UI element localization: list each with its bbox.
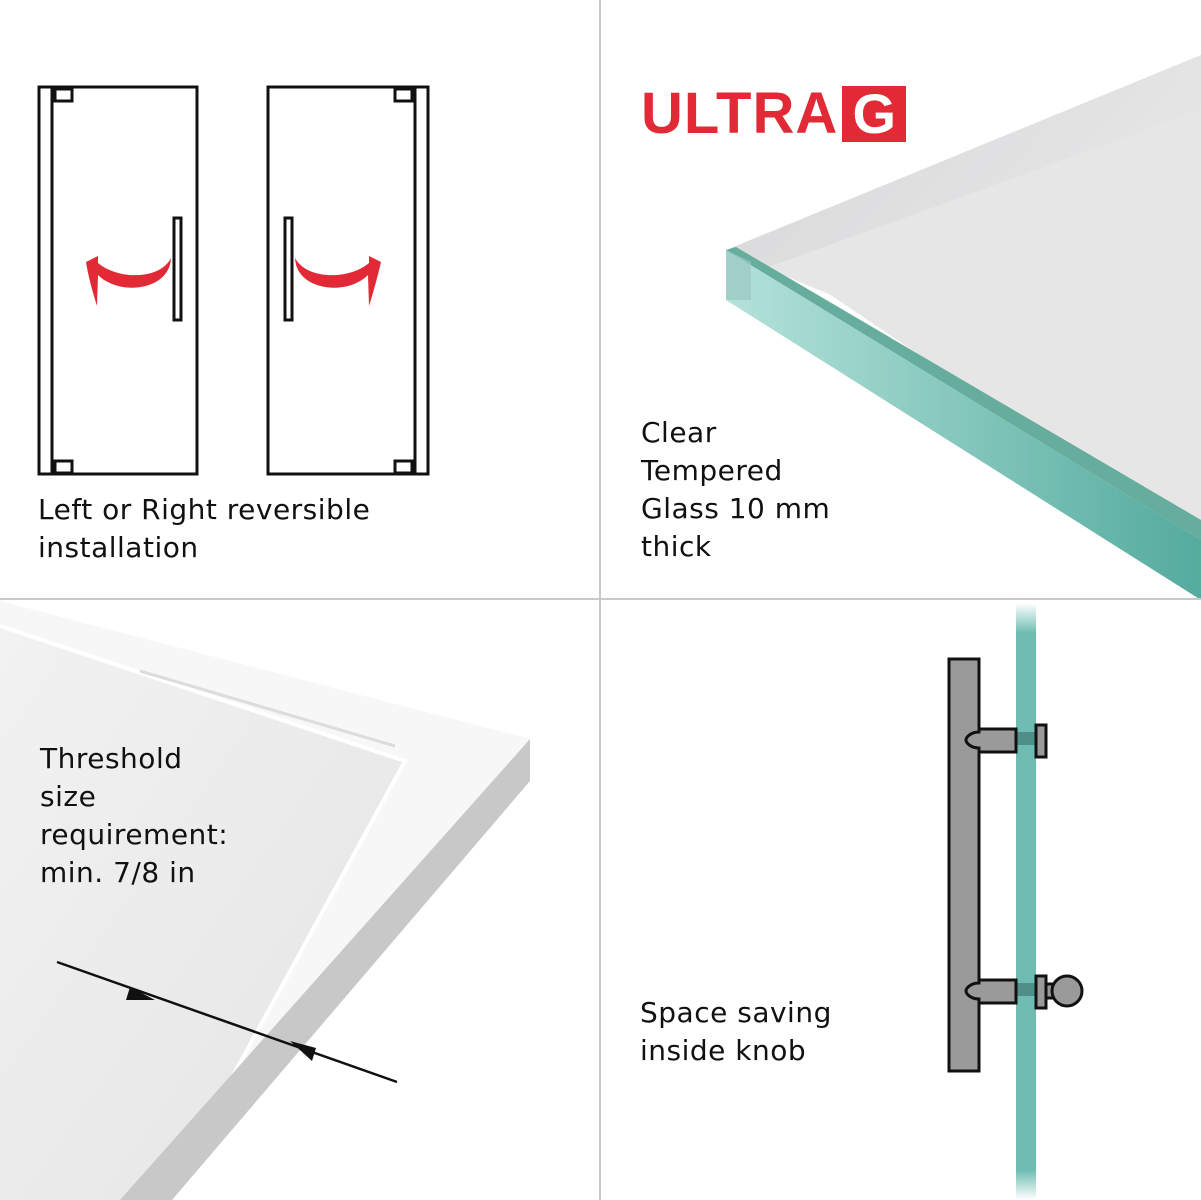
swing-arrow-right-icon [295,256,381,306]
handle-bar-icon [947,657,981,1073]
reversible-doors-illustration [37,85,430,476]
left-door-icon [37,85,199,476]
caption-line: Clear [641,416,717,449]
vertical-divider [599,0,601,1200]
panel-tempered-glass: ULTRA G Clear Tempered Glass 10 mm thick [601,0,1201,599]
caption-line: requirement: [40,818,229,851]
threshold-caption: Threshold size requirement: min. 7/8 in [40,740,228,892]
knob-caption: Space saving inside knob [640,994,832,1070]
panel-inside-knob: Space saving inside knob [601,601,1201,1200]
caption-line: installation [38,531,199,564]
caption-line: Tempered [641,454,783,487]
horizontal-divider [0,598,1201,600]
logo-text: ULTRA [641,81,839,146]
caption-line: thick [641,530,712,563]
handle-knob-illustration [947,603,1084,1200]
caption-line: min. 7/8 in [40,856,196,889]
right-door-icon [266,85,430,476]
shower-base-illustration [0,601,530,1200]
knob-icon [1050,974,1084,1008]
glass-panel-edge [1016,603,1036,1200]
caption-line: Threshold [40,742,183,775]
ultrag-logo: ULTRA G [641,81,907,146]
glass-caption: Clear Tempered Glass 10 mm thick [641,414,830,566]
glass-pane-illustration [726,55,1201,599]
logo-boxed-letter: G [842,86,907,142]
panel-threshold-requirement: Threshold size requirement: min. 7/8 in [0,601,600,1200]
panel-reversible-installation: Left or Right reversible installation [0,0,600,599]
caption-line: size [40,780,97,813]
swing-arrow-left-icon [86,256,171,306]
threshold-measure-arrows-icon [56,960,398,1084]
caption-line: Left or Right reversible [38,493,371,526]
caption-line: Space saving [640,996,832,1029]
reversible-caption: Left or Right reversible installation [38,491,370,567]
caption-line: Glass 10 mm [641,492,831,525]
caption-line: inside knob [640,1034,807,1067]
